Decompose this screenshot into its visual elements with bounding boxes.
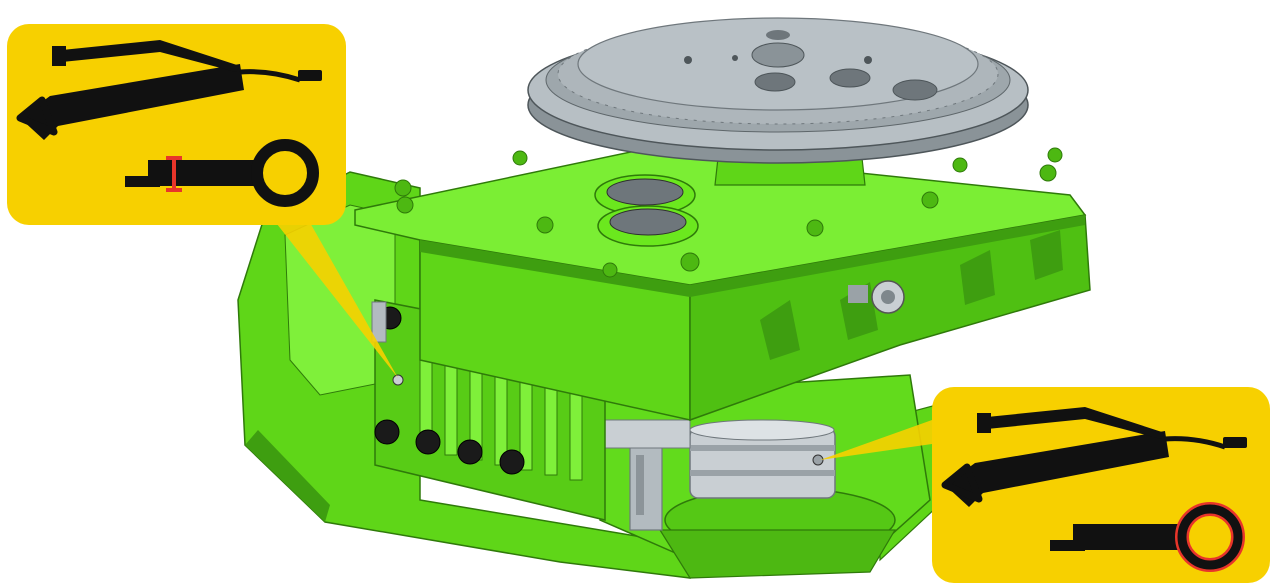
side-bracket-grey (371, 301, 387, 343)
grease-gun-icon (16, 40, 322, 140)
callout-bottom-right-pointer (820, 410, 960, 460)
grease-fitting-icon (125, 139, 319, 207)
callout-top-left-pointer (262, 205, 398, 378)
coupling (689, 419, 836, 499)
shaft (599, 419, 691, 531)
grease-nipple-lower (812, 454, 824, 466)
side-bolts (374, 306, 525, 475)
gearbox-assembly (237, 17, 1091, 579)
top-bolts (394, 147, 1063, 278)
lower-flange (658, 529, 897, 579)
side-bolt-right (848, 280, 905, 314)
main-box-top-rim (420, 215, 1085, 297)
grease-nipple-upper (392, 374, 404, 386)
callout-top-left (7, 24, 346, 225)
cooling-fins (419, 354, 583, 481)
flange-disc (527, 17, 1029, 164)
grease-fitting-icon (1050, 502, 1245, 572)
top-ports (594, 174, 699, 247)
callout-bottom-right (932, 387, 1270, 583)
right-ribs (760, 230, 1063, 360)
grease-gun-icon (941, 407, 1247, 507)
base-bracket-edge (245, 430, 330, 522)
shaft-band-highlight (166, 156, 182, 192)
